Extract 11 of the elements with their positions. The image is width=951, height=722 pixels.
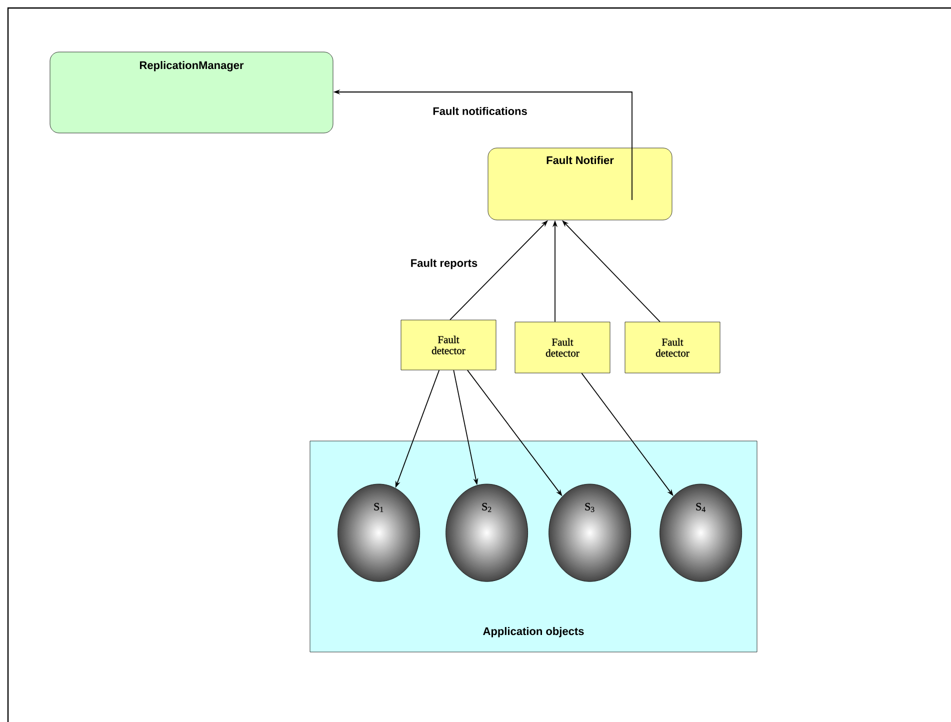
sphere: S$_{4}$ xyxy=(660,484,742,582)
sphere: S$_{1}$ xyxy=(338,484,420,582)
edge-label: Fault notifications xyxy=(433,106,527,116)
sphere: S$_{2}$ xyxy=(446,484,528,582)
sphere: S$_{3}$ xyxy=(548,484,631,582)
detector-box: Fault detector xyxy=(400,320,496,370)
edge-label: Fault reports xyxy=(411,258,478,270)
detector-box: Fault detector xyxy=(624,322,720,374)
process-box: Fault Notifier xyxy=(488,148,672,220)
detector-box: Fault detector xyxy=(514,322,610,374)
process-box: ReplicationManager xyxy=(50,52,334,134)
